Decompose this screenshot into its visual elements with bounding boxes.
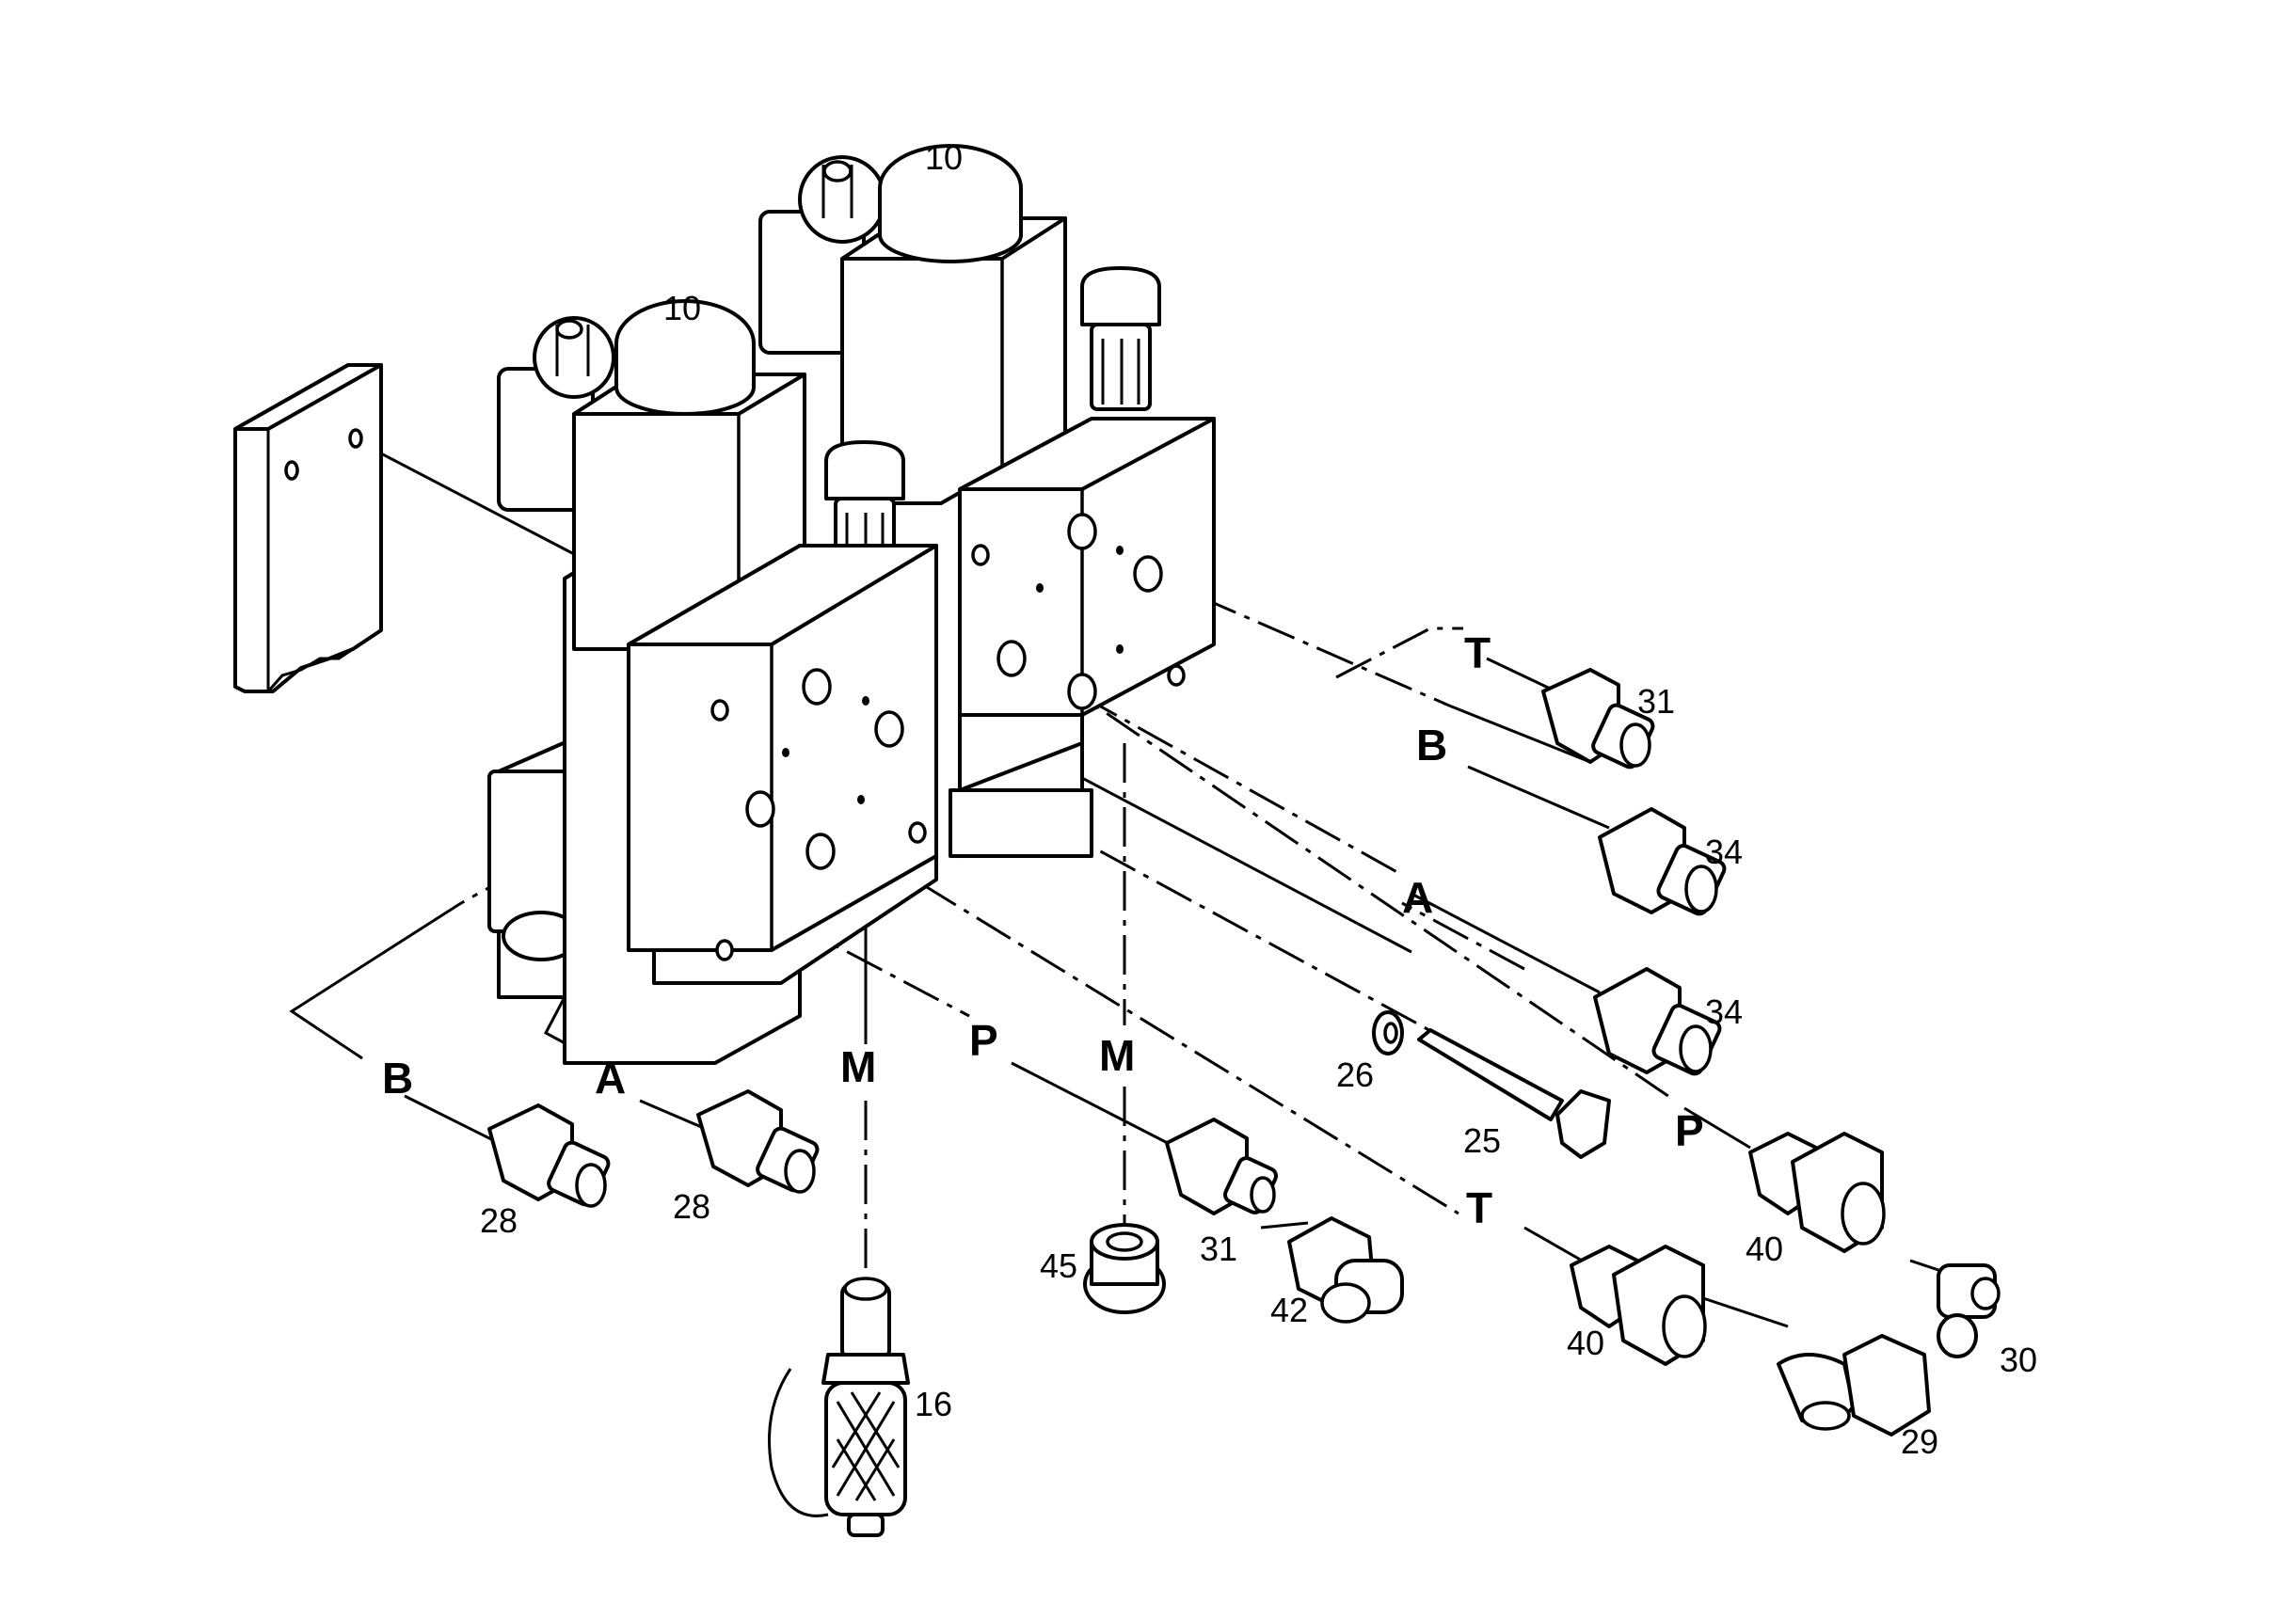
part-number-10-front: 10: [663, 289, 701, 327]
part-number-26: 26: [1336, 1055, 1374, 1094]
port-label-m-center: M: [1099, 1031, 1135, 1080]
part-number-10-rear: 10: [925, 138, 963, 177]
front-valve-assembly: [487, 299, 938, 1065]
part-number-31-upper: 31: [1637, 682, 1675, 721]
fitting-40-lower: [1570, 1245, 1707, 1366]
port-label-t-lower: T: [1466, 1183, 1492, 1232]
port-label-a-left: A: [595, 1054, 626, 1103]
part-number-28-left: 28: [480, 1201, 518, 1240]
fitting-45-plug: [1083, 1223, 1166, 1314]
port-label-b-right: B: [1416, 721, 1447, 770]
fitting-31-center: [1165, 1118, 1278, 1215]
fitting-30: [1937, 1263, 2001, 1358]
fitting-29-banjo: [1777, 1334, 1931, 1436]
fitting-28-right: [696, 1089, 820, 1194]
part-number-40-lower: 40: [1567, 1324, 1604, 1362]
fitting-16-test-coupling: [768, 1277, 910, 1537]
part-number-callouts: 10 10 31 34 34 26 25 28 28 31 45 42 40 4…: [480, 138, 2037, 1461]
port-label-p-center: P: [969, 1016, 998, 1065]
part-number-16: 16: [915, 1385, 952, 1423]
part-number-34-lower: 34: [1705, 992, 1743, 1031]
bolt-25-washer-26: [1372, 1010, 1611, 1159]
part-number-31-center: 31: [1200, 1230, 1237, 1268]
part-number-28-right: 28: [673, 1187, 710, 1226]
part-number-45: 45: [1040, 1246, 1077, 1285]
part-number-40-upper: 40: [1746, 1230, 1783, 1268]
fitting-28-left: [487, 1103, 611, 1208]
fitting-42-elbow: [1287, 1216, 1404, 1324]
port-letter-labels: T B A P T B A M P M: [382, 628, 1704, 1232]
port-fittings: [487, 668, 2001, 1537]
part-number-25: 25: [1463, 1121, 1501, 1160]
part-number-30: 30: [2000, 1341, 2037, 1379]
port-label-m-left: M: [840, 1042, 876, 1091]
part-number-42: 42: [1270, 1291, 1308, 1329]
port-label-p-right: P: [1675, 1106, 1704, 1155]
port-label-t-right: T: [1464, 628, 1491, 677]
part-number-29: 29: [1901, 1422, 1938, 1461]
fitting-34-upper: [1598, 807, 1727, 916]
port-label-a-right: A: [1402, 873, 1433, 922]
wall-mounting-plate: [233, 363, 383, 693]
fitting-31-upper: [1541, 668, 1655, 770]
port-label-b-left: B: [382, 1054, 413, 1103]
rear-valve-assembly: [758, 144, 1216, 858]
fitting-34-lower: [1593, 967, 1722, 1076]
fitting-40-upper: [1748, 1132, 1886, 1253]
part-number-34-upper: 34: [1705, 833, 1743, 871]
